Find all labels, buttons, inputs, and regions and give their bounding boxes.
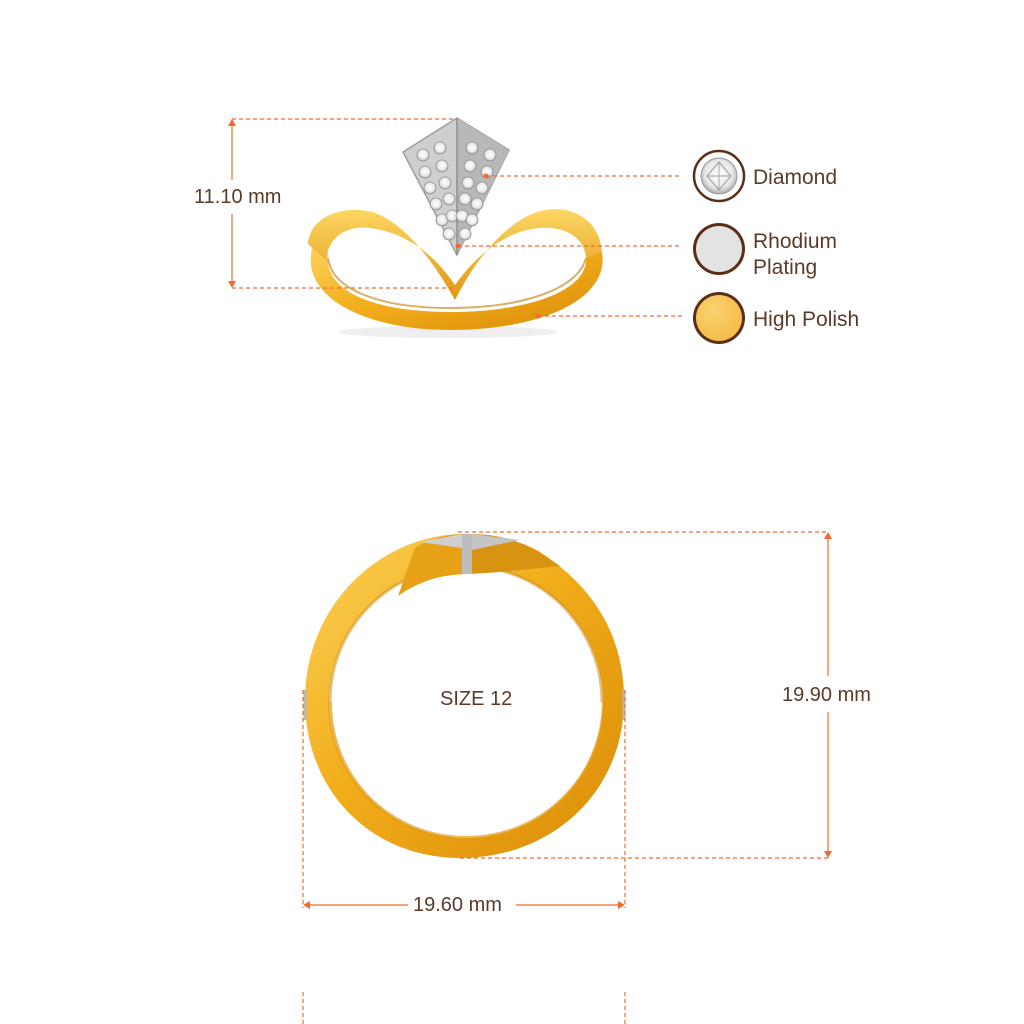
pave-diamond bbox=[429, 197, 443, 211]
pave-diamond bbox=[463, 159, 477, 173]
pave-diamond bbox=[442, 227, 456, 241]
pave-diamond bbox=[475, 181, 489, 195]
legend-rhodium-label-line2: Plating bbox=[753, 256, 818, 279]
pave-diamond bbox=[465, 141, 479, 155]
pave-diamond bbox=[442, 192, 456, 206]
top-height-label: 11.10 mm bbox=[194, 186, 282, 208]
front-width-label: 19.60 mm bbox=[413, 894, 502, 916]
legend-leaders bbox=[458, 175, 682, 317]
pave-diamond bbox=[423, 181, 437, 195]
ring-size-label: SIZE 12 bbox=[440, 688, 513, 710]
ring-front-view bbox=[303, 534, 626, 858]
pave-diamond bbox=[433, 141, 447, 155]
rhodium-swatch bbox=[693, 223, 745, 275]
pave-diamond bbox=[461, 176, 475, 190]
legend-rhodium-label-line1: Rhodium bbox=[753, 230, 838, 253]
top-height-dimension bbox=[228, 118, 456, 289]
pave-diamond bbox=[458, 227, 472, 241]
legend-high-polish-label: High Polish bbox=[753, 308, 860, 331]
pave-diamond bbox=[418, 165, 432, 179]
pave-diamond bbox=[483, 148, 497, 162]
pave-diamond bbox=[438, 176, 452, 190]
diamond-icon bbox=[692, 149, 746, 203]
pave-diamond bbox=[416, 148, 430, 162]
front-height-label: 19.90 mm bbox=[782, 684, 871, 706]
pave-diamond bbox=[458, 192, 472, 206]
front-width-dimension bbox=[302, 690, 626, 1024]
ring-top-view bbox=[308, 117, 603, 338]
pave-diamond bbox=[465, 213, 479, 227]
pave-diamond bbox=[470, 197, 484, 211]
pave-diamond bbox=[435, 159, 449, 173]
gold-swatch bbox=[693, 292, 745, 344]
front-height-dimension bbox=[458, 531, 832, 859]
legend-diamond-label: Diamond bbox=[753, 166, 838, 189]
